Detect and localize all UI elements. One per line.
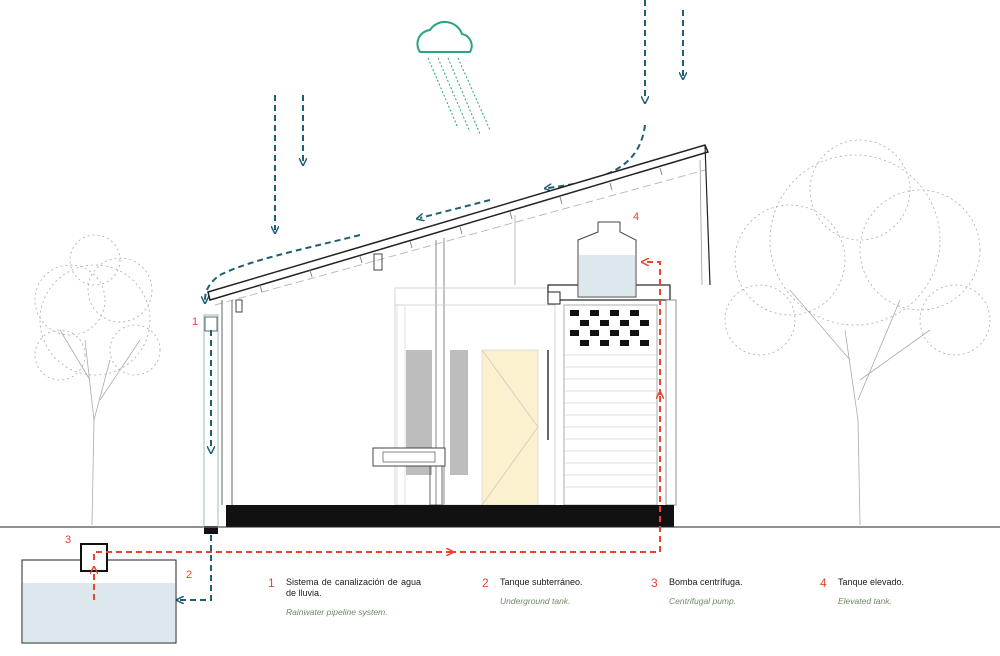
rain-arrows <box>205 0 683 300</box>
legend-text-es: Tanque subterráneo. <box>500 577 583 587</box>
house-section <box>204 144 711 534</box>
legend-text-en: Elevated tank. <box>838 596 892 606</box>
rain-downpipe-flow <box>180 330 211 600</box>
legend-text-en: Underground tank. <box>500 596 571 606</box>
elevated-tank <box>577 221 637 298</box>
cloud-icon <box>416 20 491 135</box>
legend-text-es: Sistema de canalización de agua de lluvi… <box>286 577 421 598</box>
marker-4: 4 <box>633 211 640 223</box>
marker-2: 2 <box>186 569 193 581</box>
tree-icon-right <box>724 139 991 526</box>
legend-text-es: Tanque elevado. <box>838 577 905 587</box>
marker-1: 1 <box>192 316 199 328</box>
pump-flow <box>94 262 660 600</box>
tree-icon-left <box>34 234 161 526</box>
legend-text-en: Rainwater pipeline system. <box>286 607 388 617</box>
underground-tank <box>21 559 177 644</box>
marker-3: 3 <box>65 534 72 546</box>
legend-number: 2 <box>482 576 489 590</box>
legend-number: 4 <box>820 576 827 590</box>
legend-number: 3 <box>651 576 658 590</box>
legend-number: 1 <box>268 576 275 590</box>
legend-text-en: Centrifugal pump. <box>669 596 737 606</box>
legend-text-es: Bomba centrífuga. <box>669 577 743 587</box>
